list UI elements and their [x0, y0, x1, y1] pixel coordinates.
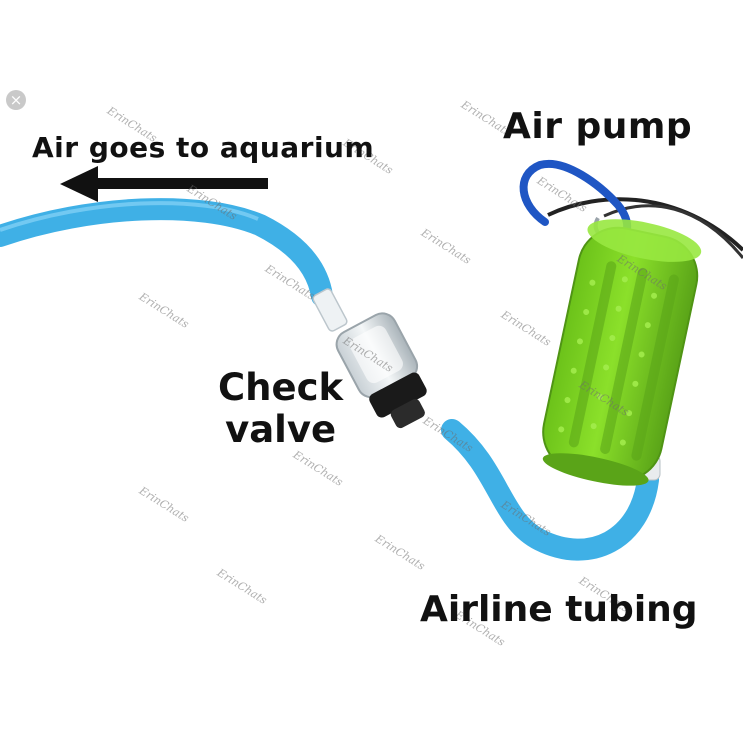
label-check-valve: Check valve	[218, 367, 343, 451]
power-cable	[547, 197, 743, 252]
arrow-left-icon	[60, 166, 268, 202]
label-air-goes-to-aquarium: Air goes to aquarium	[32, 131, 375, 164]
tubing-lower	[441, 419, 659, 561]
label-airline-tubing: Airline tubing	[420, 589, 698, 630]
label-check-valve-line1: Check	[218, 366, 344, 409]
tubing-upper	[0, 198, 333, 307]
label-air-pump: Air pump	[503, 106, 693, 147]
check-valve-icon	[335, 312, 427, 429]
close-icon[interactable]: ×	[6, 90, 26, 110]
air-pump-icon	[542, 219, 702, 486]
label-check-valve-line2: valve	[225, 408, 337, 451]
tubing-upper-highlight	[0, 201, 259, 232]
valve-inlet-stub	[312, 288, 348, 332]
